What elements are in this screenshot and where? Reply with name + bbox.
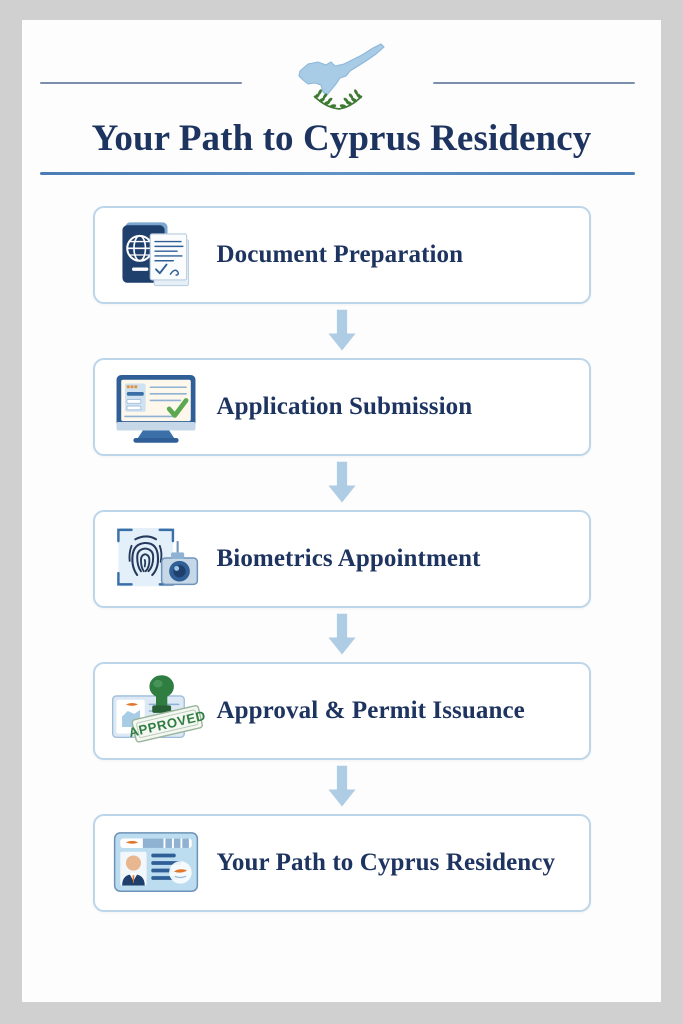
step-card-label: Your Path to Cyprus Residency	[216, 849, 556, 876]
title-underline-rule	[40, 172, 635, 175]
connector-arrow-2	[22, 456, 661, 510]
emblem-row	[40, 38, 635, 110]
step-card-label: Document Preparation	[216, 241, 464, 268]
step-card-approval-permit-issuance[interactable]: APPROVED Approval & Permit Issuance	[92, 662, 591, 760]
steps-flow: Document Preparation	[22, 206, 661, 912]
step-card-label: Application Submission	[216, 393, 473, 420]
poster-canvas: Your Path to Cyprus Residency	[22, 20, 661, 1002]
step-4: APPROVED Approval & Permit Issuance	[22, 662, 661, 814]
approved-stamp-icon: APPROVED	[95, 667, 217, 755]
step-card-residency[interactable]: Your Path to Cyprus Residency	[92, 814, 591, 912]
poster-header: Your Path to Cyprus Residency	[22, 20, 661, 184]
cyprus-flag-emblem-icon	[278, 38, 398, 114]
step-card-document-preparation[interactable]: Document Preparation	[92, 206, 591, 304]
step-1: Document Preparation	[22, 206, 661, 358]
fingerprint-camera-icon	[95, 515, 217, 603]
residency-id-card-icon	[95, 819, 217, 907]
monitor-form-icon	[95, 363, 217, 451]
page-title: Your Path to Cyprus Residency	[91, 118, 592, 159]
step-card-label: Biometrics Appointment	[216, 545, 481, 572]
header-rule-right	[433, 82, 635, 84]
connector-arrow-4	[22, 760, 661, 814]
step-card-label: Approval & Permit Issuance	[216, 697, 525, 724]
step-card-application-submission[interactable]: Application Submission	[92, 358, 591, 456]
connector-arrow-1	[22, 304, 661, 358]
step-3: Biometrics Appointment	[22, 510, 661, 662]
header-rule-left	[40, 82, 242, 84]
passport-document-icon	[95, 211, 217, 299]
connector-arrow-3	[22, 608, 661, 662]
step-5: Your Path to Cyprus Residency	[22, 814, 661, 912]
step-2: Application Submission	[22, 358, 661, 510]
step-card-biometrics-appointment[interactable]: Biometrics Appointment	[92, 510, 591, 608]
